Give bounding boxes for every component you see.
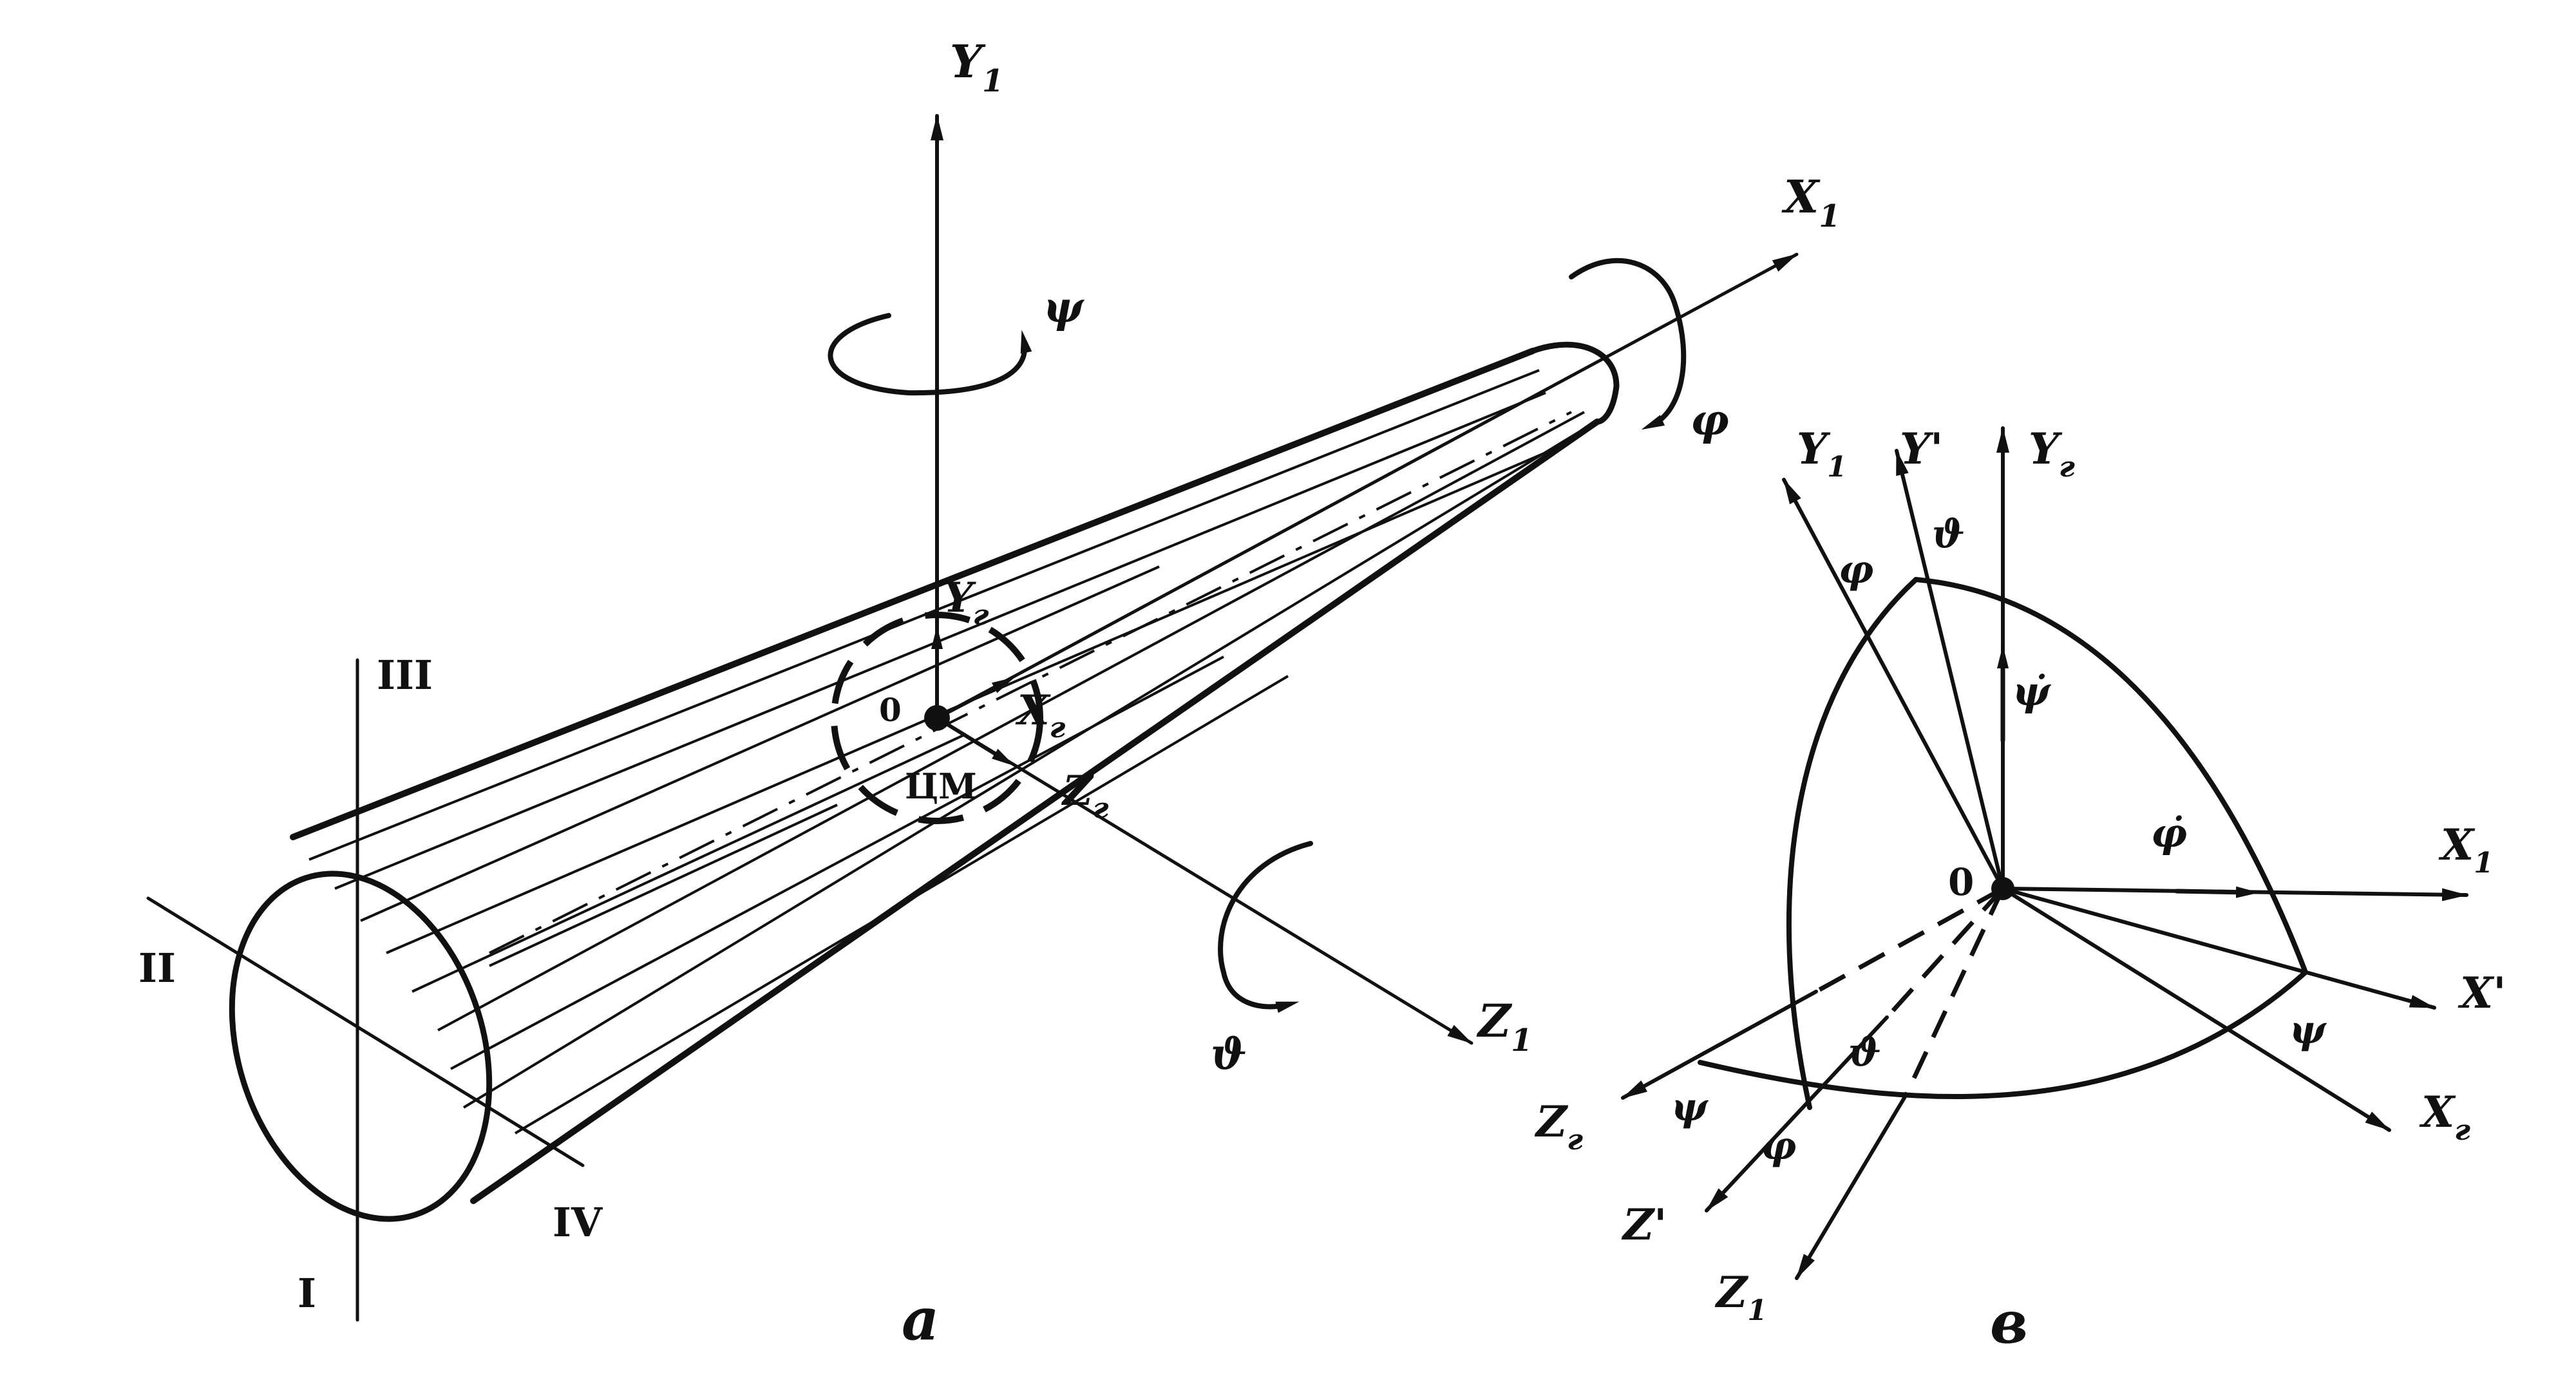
- arc-left: [1786, 577, 1918, 1110]
- y1-axis-v: [1782, 478, 2005, 891]
- phi-top-label: φ: [1839, 547, 1873, 592]
- phi-bottom-label: φ: [1761, 1124, 1796, 1169]
- arc-bottom: [1698, 970, 2308, 1100]
- panel-a: III II IV I Y1 ψ X1 φ Z1 ϑ Yг Xг Zг 0 ЦМ…: [138, 35, 1841, 1353]
- x1-axis: [935, 252, 1799, 720]
- z1-label-v: Z1: [1714, 1267, 1767, 1327]
- zprime-label: Z': [1621, 1200, 1667, 1250]
- xprime-axis: [2001, 887, 2436, 1010]
- section-label-iv: IV: [553, 1199, 603, 1246]
- phi-dot-vector: [2174, 886, 2259, 898]
- xg-axis-local: [935, 677, 1015, 720]
- xprime-label: X': [2458, 968, 2506, 1018]
- theta-label: ϑ: [1211, 1029, 1247, 1079]
- section-label-ii: II: [138, 945, 176, 992]
- zg-axis-v-dashed: [1815, 886, 2004, 994]
- psi-dot-label: ψ̇: [2012, 668, 2052, 715]
- z1-axis-v-dashed: [1904, 887, 2005, 1096]
- z1-axis-v: [1795, 1093, 1908, 1280]
- xg-axis-v: [2001, 887, 2391, 1132]
- zg-axis-local: [935, 716, 1015, 766]
- zg-axis-v: [1621, 990, 1818, 1100]
- xg-label-v: Xг: [2419, 1087, 2470, 1147]
- psi-right-label: ψ: [2289, 1008, 2327, 1053]
- yg-local-label: Yг: [943, 574, 989, 632]
- theta-bottom-label: ϑ: [1848, 1030, 1881, 1075]
- theta-rotation-arrow: [1218, 841, 1313, 1013]
- z1-axis: [935, 716, 1473, 1045]
- xg-local-label: Xг: [1015, 686, 1066, 744]
- section-lines: [146, 658, 585, 1322]
- cone-body: [229, 341, 1620, 1222]
- y1-axis-label: Y1: [950, 35, 1003, 99]
- zg-label-v: Zг: [1534, 1097, 1583, 1156]
- psi-rotation-arrow: [828, 313, 1032, 396]
- panel-v: Yг ψ̇ Y' Y1 φ ϑ φ̇ X1 X' ψ Xг Zг ψ Z' ϑ …: [1534, 424, 2506, 1357]
- psi-left-label: ψ: [1671, 1085, 1709, 1130]
- panel-v-caption: в: [1990, 1288, 2028, 1357]
- theta-top-label: ϑ: [1932, 512, 1965, 557]
- cm-label: ЦМ: [905, 766, 977, 807]
- section-label-iii: III: [377, 652, 433, 699]
- z1-axis-label: Z1: [1476, 994, 1533, 1059]
- y1-label-v: Y1: [1797, 424, 1847, 484]
- phi-label: φ: [1690, 395, 1729, 445]
- zprime-axis-v-dashed: [1885, 887, 2005, 1019]
- phi-rotation-arrow: [1569, 258, 1687, 430]
- origin-label-v: 0: [1948, 860, 1974, 904]
- zprime-axis: [1705, 1015, 1889, 1212]
- panel-a-caption: a: [902, 1285, 939, 1353]
- origin-point-v: [1991, 877, 2014, 900]
- section-label-i: I: [298, 1270, 316, 1317]
- yprime-label: Y': [1900, 424, 1943, 474]
- phi-dot-label: φ̇: [2151, 809, 2187, 856]
- x1-axis-label: X1: [1781, 170, 1841, 234]
- x1-label-v: X1: [2438, 820, 2494, 880]
- zg-local-label: Zг: [1061, 767, 1109, 825]
- origin-label-a: 0: [879, 691, 902, 729]
- yprime-axis: [1895, 449, 2005, 891]
- yg-label-v: Yг: [2029, 424, 2075, 484]
- psi-label: ψ: [1043, 282, 1084, 332]
- cm-sphere: [831, 612, 1043, 824]
